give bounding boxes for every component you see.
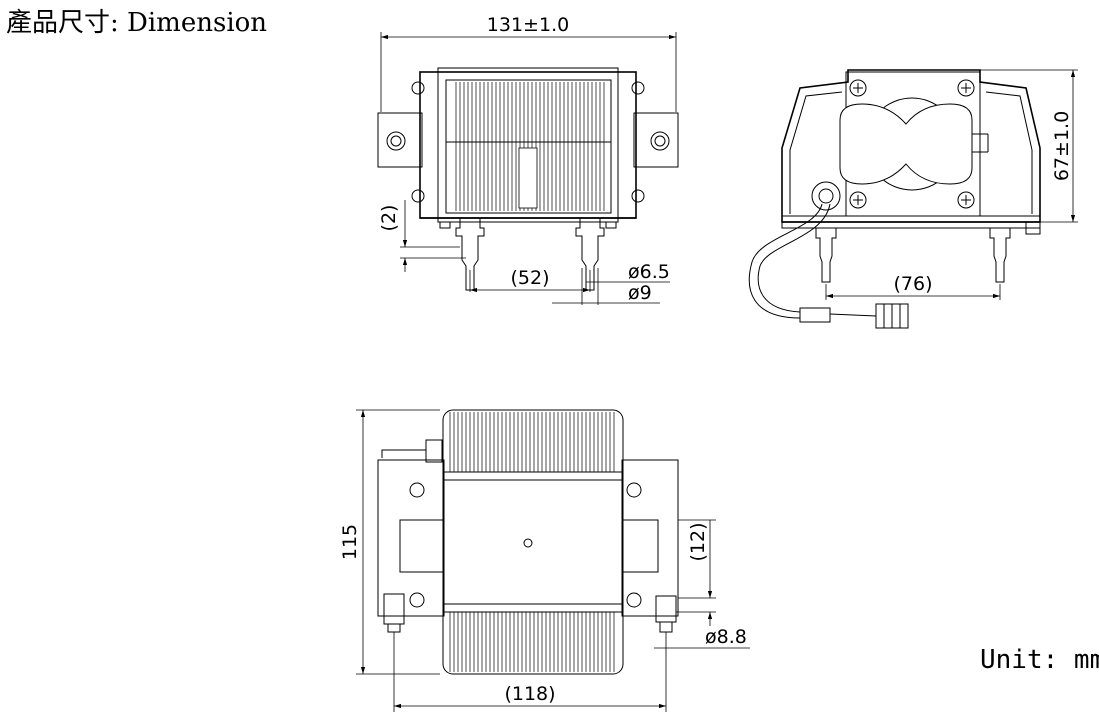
dim-top-nozzle: ø8.8 (705, 626, 747, 648)
side-view (748, 69, 1041, 329)
front-dimensions: 131±1.0 (2) (52) ø6.5 ø9 (378, 14, 677, 305)
diagram-title: 產品尺寸: Dimension (6, 8, 268, 38)
top-view (377, 409, 679, 675)
dim-front-gap: (2) (378, 205, 400, 232)
dim-front-width: 131±1.0 (487, 14, 569, 36)
unit-label: Unit: mm (980, 645, 1099, 675)
front-view (377, 67, 679, 291)
dim-nozzle-outer: ø9 (628, 282, 652, 304)
side-dimensions: 67±1.0 (76) (825, 69, 1078, 300)
dim-nozzle-inner: ø6.5 (628, 261, 670, 283)
dim-top-length: 115 (339, 524, 361, 560)
dim-nozzle-spacing: (52) (510, 267, 549, 289)
dim-side-spacing: (76) (893, 273, 932, 295)
dim-side-height: 67±1.0 (1051, 111, 1073, 181)
top-dimensions: 115 (118) (12) ø8.8 (339, 409, 750, 712)
dim-top-spacing: (118) (504, 683, 555, 705)
dim-top-bracket: (12) (687, 522, 709, 561)
